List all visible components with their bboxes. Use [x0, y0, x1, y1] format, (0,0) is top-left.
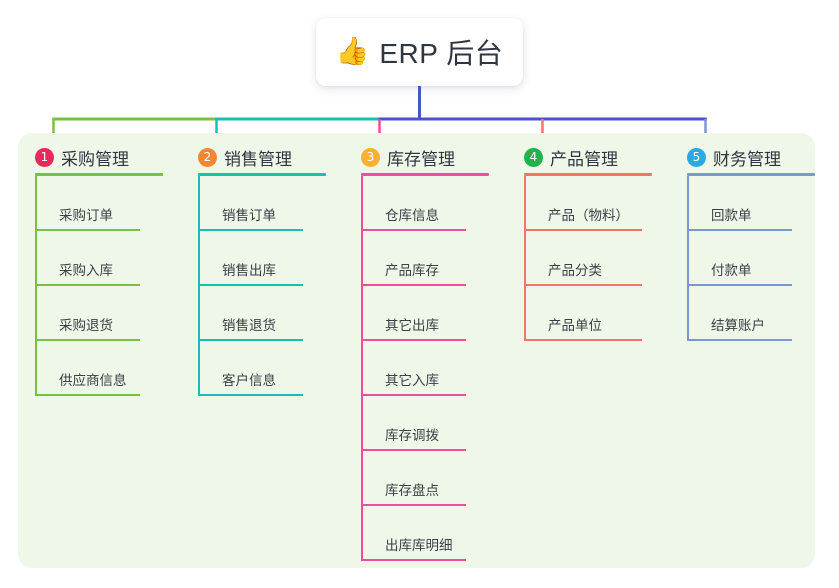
branch-item[interactable]: 其它入库: [361, 341, 466, 396]
root-node-erp-backend[interactable]: 👍 ERP 后台: [316, 18, 523, 86]
branch-item-label: 产品单位: [548, 318, 602, 333]
branch-item[interactable]: 产品分类: [524, 231, 642, 286]
thumbs-up-icon: 👍: [335, 35, 370, 66]
branch-columns: 1 采购管理采购订单采购入库采购退货供应商信息 2 销售管理销售订单销售出库销售退货客…: [18, 133, 815, 568]
branch-item-list: 销售订单销售出库销售退货客户信息: [198, 176, 303, 396]
branch-item-label: 销售退货: [222, 318, 276, 333]
branch-item-underline: [526, 284, 642, 286]
branch-item-list: 回款单付款单结算账户: [687, 176, 792, 341]
branch-title: 财务管理: [713, 150, 781, 169]
branch-item-underline: [200, 394, 303, 396]
branch-item-label: 其它入库: [385, 373, 439, 388]
branch-item[interactable]: 销售出库: [198, 231, 303, 286]
branch-item-underline: [689, 339, 792, 341]
branch-item-underline: [363, 504, 466, 506]
branch-header-underline: [361, 173, 489, 176]
branch-header-5[interactable]: 5 财务管理: [687, 145, 781, 170]
branch-header-2[interactable]: 2 销售管理: [198, 145, 292, 170]
branch-number-badge: 4: [524, 148, 543, 167]
branch-header-underline: [35, 173, 163, 176]
branch-item[interactable]: 其它出库: [361, 286, 466, 341]
branch-item[interactable]: 仓库信息: [361, 176, 466, 231]
content-panel: [18, 133, 815, 568]
branch-number-badge: 2: [198, 148, 217, 167]
branch-item[interactable]: 产品库存: [361, 231, 466, 286]
branch-title: 库存管理: [387, 150, 455, 169]
branch-title: 采购管理: [61, 150, 129, 169]
branch-item-list: 采购订单采购入库采购退货供应商信息: [35, 176, 140, 396]
branch-item-underline: [363, 449, 466, 451]
branch-header-underline: [687, 173, 815, 176]
branch-item-underline: [689, 229, 792, 231]
branch-item[interactable]: 库存调拨: [361, 396, 466, 451]
branch-item-underline: [200, 229, 303, 231]
branch-item[interactable]: 产品（物料）: [524, 176, 642, 231]
branch-item-label: 销售出库: [222, 263, 276, 278]
branch-item-underline: [200, 284, 303, 286]
branch-item-underline: [37, 394, 140, 396]
branch-item-label: 产品分类: [548, 263, 602, 278]
branch-item-label: 回款单: [711, 208, 752, 223]
branch-item[interactable]: 付款单: [687, 231, 792, 286]
branch-item-underline: [37, 339, 140, 341]
branch-item-underline: [526, 339, 642, 341]
branch-item-underline: [200, 339, 303, 341]
branch-item-underline: [37, 284, 140, 286]
branch-item-underline: [363, 394, 466, 396]
branch-item[interactable]: 出库库明细: [361, 506, 466, 561]
branch-item-underline: [37, 229, 140, 231]
branch-item-label: 采购订单: [59, 208, 113, 223]
branch-number-badge: 1: [35, 148, 54, 167]
branch-item-label: 库存调拨: [385, 428, 439, 443]
branch-item-underline: [689, 284, 792, 286]
branch-item-label: 出库库明细: [385, 538, 453, 553]
branch-header-underline: [198, 173, 326, 176]
branch-title: 产品管理: [550, 150, 618, 169]
branch-item-label: 采购退货: [59, 318, 113, 333]
branch-item-label: 结算账户: [711, 318, 765, 333]
branch-item[interactable]: 采购订单: [35, 176, 140, 231]
branch-title: 销售管理: [224, 150, 292, 169]
branch-item[interactable]: 销售退货: [198, 286, 303, 341]
branch-item-underline: [363, 339, 466, 341]
branch-item-underline: [363, 284, 466, 286]
branch-item[interactable]: 销售订单: [198, 176, 303, 231]
branch-item-label: 产品（物料）: [548, 208, 629, 223]
branch-item[interactable]: 采购退货: [35, 286, 140, 341]
branch-item[interactable]: 回款单: [687, 176, 792, 231]
branch-item-label: 产品库存: [385, 263, 439, 278]
branch-item-label: 其它出库: [385, 318, 439, 333]
branch-item-label: 供应商信息: [59, 373, 127, 388]
branch-item-list: 仓库信息产品库存其它出库其它入库库存调拨库存盘点出库库明细: [361, 176, 466, 561]
branch-item-underline: [363, 229, 466, 231]
branch-item-underline: [363, 559, 466, 561]
branch-item[interactable]: 采购入库: [35, 231, 140, 286]
branch-item[interactable]: 客户信息: [198, 341, 303, 396]
branch-item-underline: [526, 229, 642, 231]
branch-item-label: 客户信息: [222, 373, 276, 388]
branch-number-badge: 5: [687, 148, 706, 167]
branch-header-underline: [524, 173, 652, 176]
branch-item-label: 库存盘点: [385, 483, 439, 498]
branch-item[interactable]: 供应商信息: [35, 341, 140, 396]
branch-item-label: 付款单: [711, 263, 752, 278]
branch-item[interactable]: 库存盘点: [361, 451, 466, 506]
branch-header-3[interactable]: 3 库存管理: [361, 145, 455, 170]
branch-item-list: 产品（物料） 产品分类产品单位: [524, 176, 642, 341]
branch-item[interactable]: 产品单位: [524, 286, 642, 341]
branch-item-label: 仓库信息: [385, 208, 439, 223]
branch-number-badge: 3: [361, 148, 380, 167]
branch-header-1[interactable]: 1 采购管理: [35, 145, 129, 170]
root-node-label: ERP 后台: [379, 38, 504, 69]
branch-item-label: 销售订单: [222, 208, 276, 223]
branch-header-4[interactable]: 4 产品管理: [524, 145, 618, 170]
branch-item[interactable]: 结算账户: [687, 286, 792, 341]
branch-item-label: 采购入库: [59, 263, 113, 278]
